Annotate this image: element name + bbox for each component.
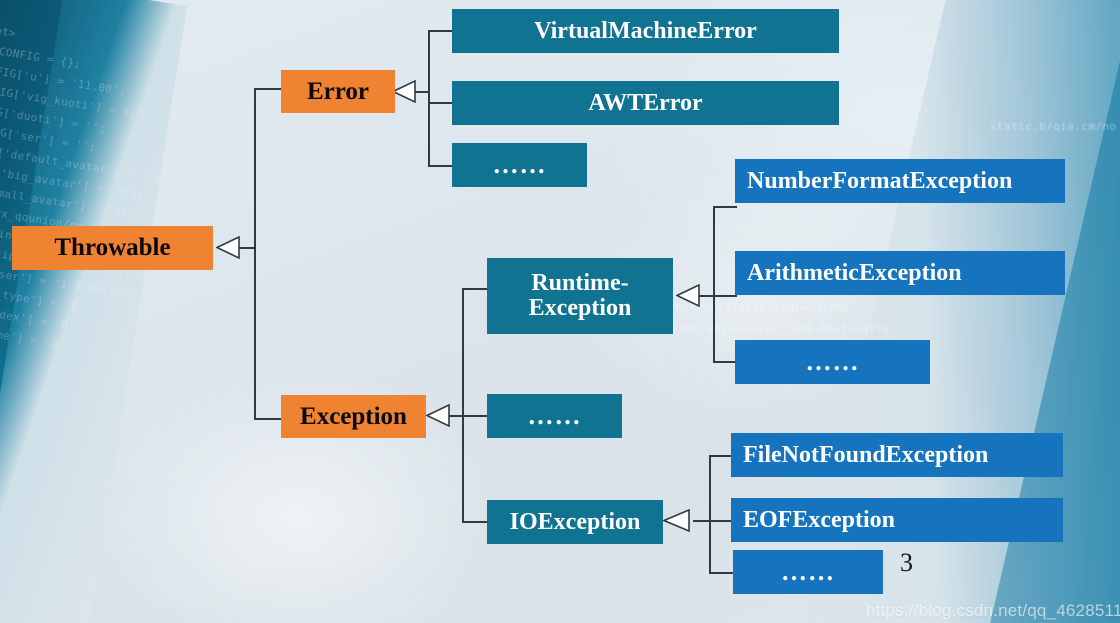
node-runtimeexception[interactable]: Runtime- Exception xyxy=(487,258,673,334)
connector-error-to-awterror xyxy=(428,102,454,104)
node-exception-more-label: …… xyxy=(527,401,582,430)
node-ioexception-label: IOException xyxy=(509,508,641,535)
connector-error-stem xyxy=(412,91,430,93)
node-exception-label: Exception xyxy=(300,402,407,430)
node-awterror-label: AWTError xyxy=(588,89,703,116)
connector-exception-stem xyxy=(447,415,463,417)
connector-throwable-to-exception xyxy=(254,418,282,420)
node-virtualmachineerror-label: VirtualMachineError xyxy=(534,17,757,44)
node-numberformatexception-label: NumberFormatException xyxy=(747,167,1013,194)
node-virtualmachineerror[interactable]: VirtualMachineError xyxy=(452,9,839,53)
node-arithmeticexception[interactable]: ArithmeticException xyxy=(735,251,1065,295)
node-eofexception[interactable]: EOFException xyxy=(731,498,1063,542)
connector-runtime-to-arith xyxy=(713,295,737,297)
node-arithmeticexception-label: ArithmeticException xyxy=(747,259,962,286)
node-awterror[interactable]: AWTError xyxy=(452,81,839,125)
connector-io-to-more xyxy=(709,572,733,574)
connector-error-trunk xyxy=(428,30,430,166)
connector-exception-trunk xyxy=(462,288,464,522)
ghost-text-1: static.b/qia.cm/no xyxy=(990,120,1117,133)
connector-io-trunk xyxy=(709,455,711,573)
connector-exception-to-runtime xyxy=(462,288,488,290)
node-io-more-label: …… xyxy=(781,557,835,586)
connector-throwable-to-error xyxy=(254,88,282,90)
node-runtimeexception-label-line2: Exception xyxy=(528,295,632,321)
node-filenotfoundexception[interactable]: FileNotFoundException xyxy=(731,433,1063,477)
connector-exception-to-more xyxy=(462,415,488,417)
node-ioexception[interactable]: IOException xyxy=(487,500,663,544)
connector-throwable-stem xyxy=(236,247,256,249)
connector-io-to-fnfe xyxy=(709,455,733,457)
connector-runtime-to-nfe xyxy=(713,206,737,208)
connector-runtime-stem xyxy=(697,295,715,297)
connector-io-stem xyxy=(693,520,711,522)
decorative-code-text: (pt> r CONFIG = {}; ONFIG['u'] = '11.00'… xyxy=(0,22,293,352)
node-error[interactable]: Error xyxy=(281,70,395,113)
connector-runtime-trunk xyxy=(713,206,715,362)
page-number: 3 xyxy=(900,548,913,577)
node-runtimeexception-label-line1: Runtime- xyxy=(531,269,629,296)
node-numberformatexception[interactable]: NumberFormatException xyxy=(735,159,1065,203)
watermark: https://blog.csdn.net/qq_46285118 xyxy=(866,601,1120,620)
connector-io-to-eof xyxy=(709,520,733,522)
node-throwable[interactable]: Throwable xyxy=(12,226,213,270)
node-io-more[interactable]: …… xyxy=(733,550,883,594)
node-error-more[interactable]: …… xyxy=(452,143,587,187)
node-eofexception-label: EOFException xyxy=(743,506,896,533)
connector-error-to-more xyxy=(428,165,454,167)
node-throwable-label: Throwable xyxy=(54,234,171,261)
node-runtime-more[interactable]: …… xyxy=(735,340,930,384)
node-exception[interactable]: Exception xyxy=(281,395,426,438)
connector-exception-to-io xyxy=(462,521,488,523)
node-filenotfoundexception-label: FileNotFoundException xyxy=(743,441,989,468)
connector-runtime-to-more xyxy=(713,361,737,363)
ghost-text-3: Cytat adjust=sya 'une-instruqtle xyxy=(665,322,890,335)
node-error-more-label: …… xyxy=(492,150,547,179)
node-error-label: Error xyxy=(306,77,369,105)
node-exception-more[interactable]: …… xyxy=(487,394,622,438)
node-runtime-more-label: …… xyxy=(805,347,860,376)
connector-error-to-vme xyxy=(428,30,454,32)
connector-throwable-trunk xyxy=(254,88,256,420)
